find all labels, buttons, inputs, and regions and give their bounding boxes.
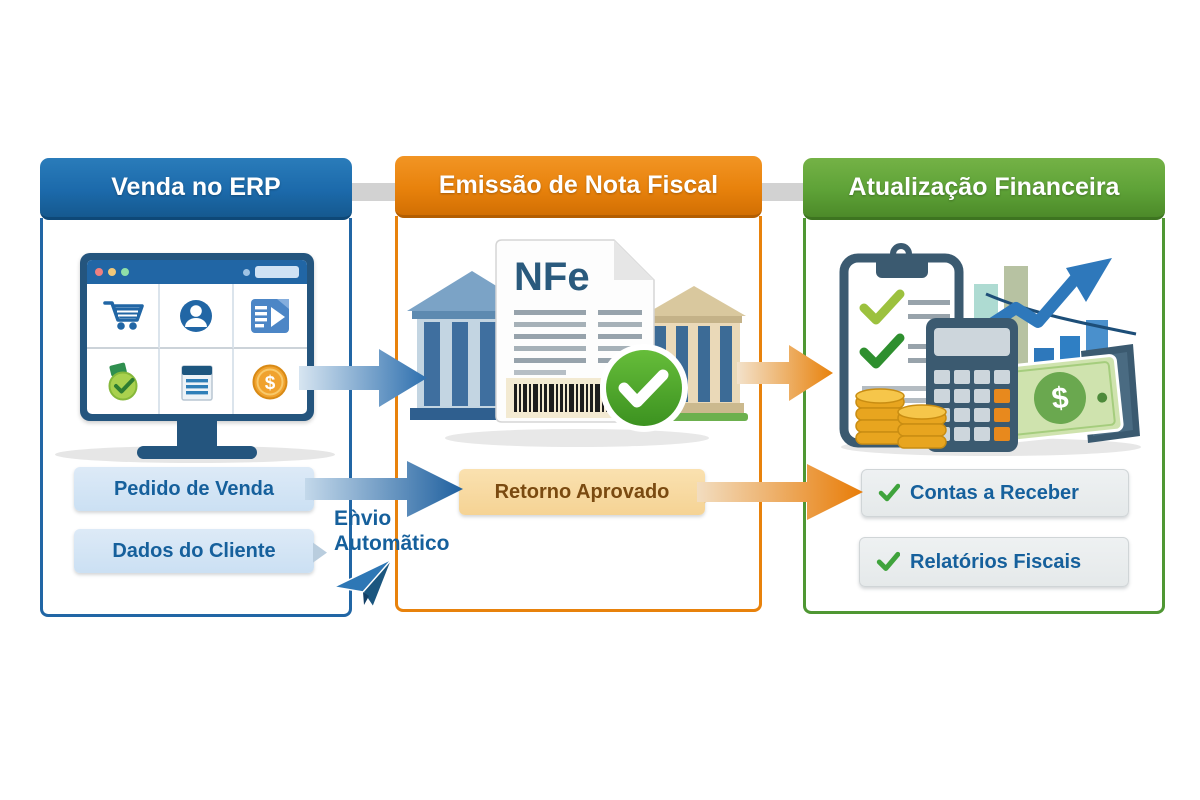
arrow-nf-to-financeiro-icon bbox=[737, 345, 833, 401]
check-icon bbox=[876, 551, 900, 571]
item-text: Relatórios Fiscais bbox=[910, 550, 1082, 573]
item-contas-a-receber: Contas a Receber bbox=[861, 469, 1129, 517]
panel-header-emissao-nf: Emissão de Nota Fiscal bbox=[395, 156, 762, 218]
document-play-icon bbox=[251, 298, 290, 333]
module-cell bbox=[233, 284, 307, 349]
approved-check-circle-icon bbox=[600, 344, 688, 432]
panel-title: Emissão de Nota Fiscal bbox=[438, 171, 719, 199]
panel-title: Venda no ERP bbox=[111, 173, 281, 201]
monitor-screen: $ bbox=[87, 260, 307, 414]
customer-user-icon bbox=[179, 299, 212, 332]
annotation-line1: Eǹvio bbox=[334, 507, 392, 530]
shopping-cart-icon bbox=[102, 300, 144, 330]
coin-stacks-icon bbox=[855, 388, 947, 449]
paper-plane-icon bbox=[333, 558, 393, 609]
panel-header-atualizacao: Atualização Financeira bbox=[803, 158, 1165, 220]
header-connector-left bbox=[349, 183, 399, 201]
label-pedido-de-venda: Pedido de Venda bbox=[74, 467, 327, 511]
label-text: Pedido de Venda bbox=[113, 477, 275, 500]
arrow-erp-to-nf-icon bbox=[299, 349, 427, 407]
nfe-label: NFe bbox=[514, 255, 590, 299]
erp-monitor: $ bbox=[80, 253, 314, 421]
arrow-pedido-to-retorno-icon bbox=[305, 461, 463, 517]
erp-module-grid: $ bbox=[87, 284, 307, 414]
monitor-stand-neck bbox=[177, 421, 217, 448]
annotation-line2: Automãtico bbox=[334, 532, 450, 555]
dollar-coin-icon: $ bbox=[252, 364, 288, 399]
label-tail bbox=[313, 542, 327, 563]
finance-scene: $ bbox=[839, 243, 1141, 456]
window-dot-red-icon bbox=[95, 268, 103, 276]
module-cell bbox=[160, 284, 234, 349]
panel-header-venda-erp: Venda no ERP bbox=[40, 158, 352, 220]
topbar-dot-icon bbox=[243, 268, 250, 276]
label-text: Dados do Cliente bbox=[112, 539, 276, 562]
calculator-icon bbox=[926, 318, 1018, 452]
label-text: Retorno Aprovado bbox=[494, 480, 670, 503]
module-cell: $ bbox=[234, 349, 307, 414]
module-cell bbox=[160, 349, 234, 414]
arrow-retorno-to-contas-icon bbox=[697, 464, 863, 520]
browser-topbar bbox=[87, 260, 307, 284]
envio-automatico-annotation: Eǹvio Automãtico bbox=[334, 506, 450, 556]
monitor-stand-base bbox=[137, 446, 257, 459]
header-connector-right bbox=[759, 183, 807, 201]
check-icon bbox=[878, 483, 900, 502]
nfe-document-icon: NFe bbox=[495, 239, 655, 423]
panel-title: Atualização Financeira bbox=[848, 173, 1120, 201]
dollar-sign-glyph: $ bbox=[1050, 381, 1070, 416]
dollar-sign-glyph: $ bbox=[265, 373, 276, 394]
order-list-icon bbox=[181, 364, 213, 401]
label-dados-do-cliente: Dados do Cliente bbox=[74, 529, 327, 573]
nfe-scene: NFe bbox=[407, 239, 748, 447]
item-relatorios-fiscais: Relatórios Fiscais bbox=[859, 537, 1129, 587]
label-retorno-aprovado: Retorno Aprovado bbox=[459, 469, 718, 515]
address-bar bbox=[255, 266, 299, 278]
window-dot-yellow-icon bbox=[108, 268, 116, 276]
scene-shadow bbox=[445, 429, 709, 447]
approved-check-tag-icon bbox=[108, 362, 138, 400]
item-text: Contas a Receber bbox=[910, 481, 1079, 504]
module-cell bbox=[87, 284, 161, 349]
window-dot-green-icon bbox=[121, 268, 129, 276]
module-cell bbox=[87, 349, 161, 414]
